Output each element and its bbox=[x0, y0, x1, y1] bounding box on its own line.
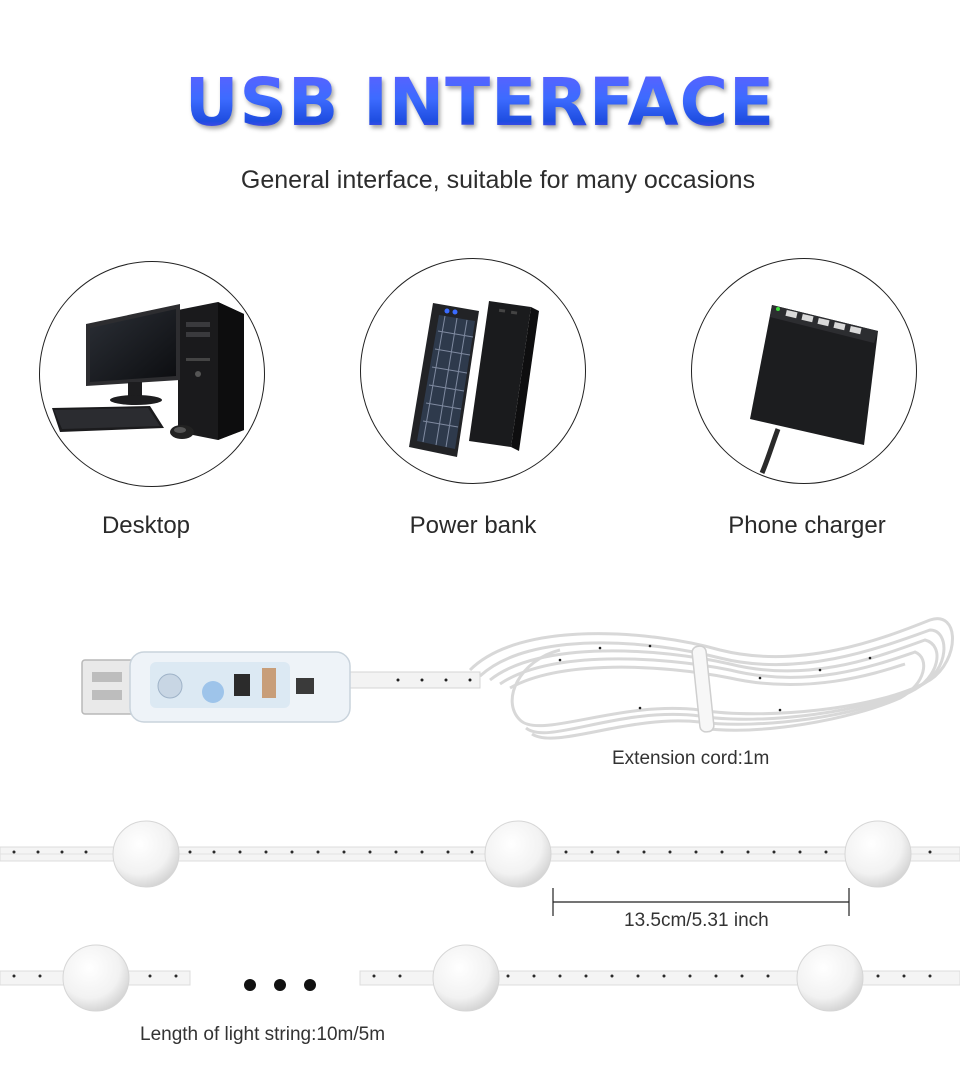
pearl-bulb bbox=[432, 944, 500, 1012]
device-label-phone-charger: Phone charger bbox=[728, 512, 886, 539]
spacing-dimension-line bbox=[552, 888, 850, 916]
pearl-bulb bbox=[796, 944, 864, 1012]
desktop-circle bbox=[39, 261, 265, 487]
spacing-label: 13.5cm/5.31 inch bbox=[624, 910, 769, 931]
power-bank-icon bbox=[409, 301, 539, 457]
phone-charger-circle bbox=[691, 258, 917, 484]
desktop-computer-icon bbox=[52, 302, 244, 440]
usb-plug-icon bbox=[81, 651, 351, 723]
extension-cable bbox=[339, 671, 481, 689]
light-string-bottom bbox=[0, 944, 960, 1012]
coiled-wire bbox=[468, 617, 954, 740]
device-label-desktop: Desktop bbox=[101, 512, 191, 539]
string-length-label: Length of light string:10m/5m bbox=[140, 1024, 386, 1045]
pearl-bulb bbox=[484, 820, 552, 888]
phone-charger-icon bbox=[750, 305, 878, 474]
pearl-bulb bbox=[844, 820, 912, 888]
light-string-top bbox=[0, 820, 960, 888]
ellipsis-icon bbox=[244, 979, 316, 991]
pearl-bulb bbox=[62, 944, 130, 1012]
device-label-power-bank: Power bank bbox=[409, 512, 537, 539]
extension-cord-label: Extension cord:1m bbox=[612, 748, 770, 769]
usb-cable-illustration bbox=[81, 617, 954, 740]
pearl-bulb bbox=[112, 820, 180, 888]
page-title: USB INTERFACE bbox=[0, 58, 960, 148]
power-bank-circle bbox=[360, 258, 586, 484]
page-subtitle: General interface, suitable for many occ… bbox=[240, 166, 756, 194]
